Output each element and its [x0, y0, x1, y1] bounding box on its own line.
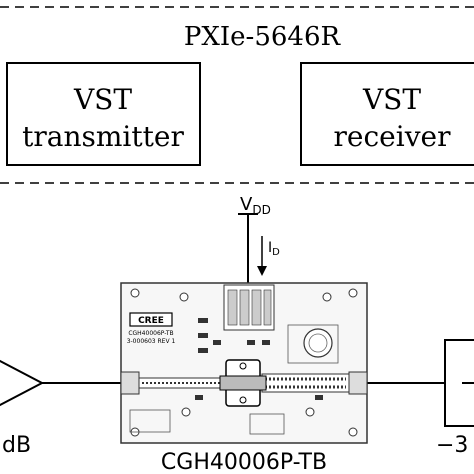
- bias-capacitor-inner: [308, 333, 328, 353]
- left-gain-label: dB: [2, 433, 31, 458]
- board-caption: CGH40006P-TB: [161, 450, 327, 474]
- mounting-hole: [305, 407, 315, 417]
- smd-pad: [262, 340, 270, 345]
- cree-logo: [129, 312, 173, 327]
- mounting-hole: [179, 292, 189, 302]
- output-matching-trace: [261, 373, 350, 393]
- mounting-hole: [130, 288, 140, 298]
- mounting-hole: [348, 288, 358, 298]
- cree-logo-text: CREE: [138, 316, 164, 326]
- right-attenuation-label: −3: [436, 433, 468, 458]
- smd-pad: [247, 340, 255, 345]
- smd-pad: [198, 333, 208, 338]
- smd-pad: [213, 340, 221, 345]
- header-pin: [227, 289, 238, 326]
- transmitter-line2: transmitter: [22, 120, 184, 153]
- mounting-hole: [181, 407, 191, 417]
- bottom-pad-group: [129, 409, 171, 433]
- board-silkscreen-line2: 3-000603 REV 1: [127, 338, 176, 345]
- bias-network: [287, 324, 339, 364]
- vst-transmitter-block: [6, 62, 201, 166]
- smd-pad: [198, 318, 208, 323]
- input-sma-connector: [120, 371, 140, 395]
- receiver-line2: receiver: [334, 120, 452, 153]
- test-board: CREE CGH40006P-TB 3-000603 REV 1: [120, 282, 368, 444]
- header-pin: [239, 289, 250, 326]
- vst-receiver-block: [300, 62, 474, 166]
- output-sma-connector: [348, 371, 368, 395]
- board-silkscreen-line1: CGH40006P-TB: [128, 330, 173, 337]
- transistor-flange: [219, 375, 267, 391]
- id-label: ID: [268, 240, 280, 258]
- mounting-hole: [348, 427, 358, 437]
- header-pin: [263, 289, 272, 326]
- bottom-pad-group: [249, 413, 285, 435]
- instrument-title: PXIe-5646R: [184, 22, 342, 52]
- transistor-screw: [239, 362, 247, 370]
- id-arrow-head: [257, 266, 267, 276]
- receiver-line1: VST: [362, 83, 421, 116]
- bias-capacitor: [303, 328, 333, 358]
- header-pin: [251, 289, 262, 326]
- smd-pad: [195, 395, 203, 400]
- amplifier-triangle: [0, 359, 45, 407]
- transmitter-line1: VST: [73, 83, 132, 116]
- smd-pad: [315, 395, 323, 400]
- smd-pad: [198, 348, 208, 353]
- mounting-hole: [322, 292, 332, 302]
- transistor-screw: [239, 396, 247, 404]
